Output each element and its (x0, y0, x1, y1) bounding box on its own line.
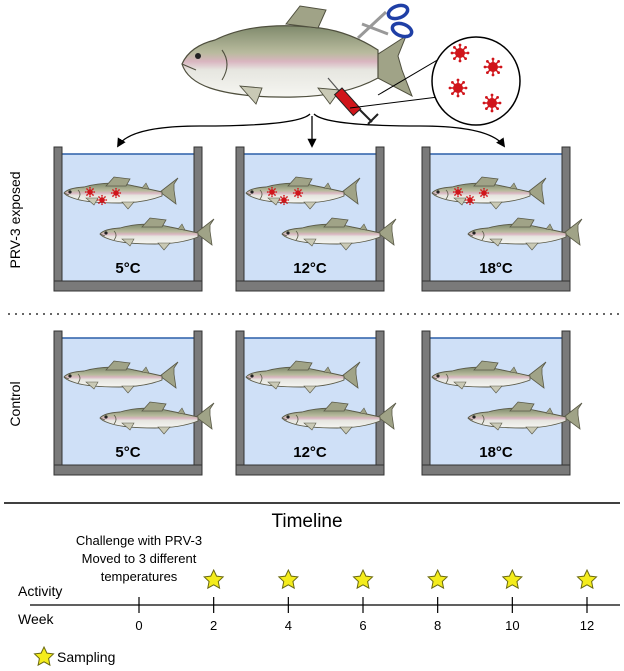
week-tick-label: 8 (434, 618, 441, 633)
row-label-control: Control (7, 381, 23, 426)
challenge-text-line1: Challenge with PRV-3 (76, 533, 202, 548)
star-icon (427, 569, 448, 589)
distribution-arrows (117, 113, 506, 148)
tank-temperature-label: 18°C (479, 444, 513, 461)
virus-icon (478, 187, 490, 199)
week-tick-label: 0 (135, 618, 142, 633)
week-tick-label: 6 (359, 618, 366, 633)
virus-icon (96, 194, 108, 206)
week-tick-label: 2 (210, 618, 217, 633)
tank-temperature-label: 18°C (479, 260, 513, 277)
virus-icon (84, 186, 96, 198)
star-icon (203, 569, 224, 589)
week-tick-label: 12 (580, 618, 594, 633)
week-label: Week (18, 611, 55, 627)
star-icon (278, 569, 299, 589)
timeline-ticks: 0 2 4 6 8 10 12 (135, 569, 597, 633)
virus-icon (278, 194, 290, 206)
star-icon (502, 569, 523, 589)
star-icon (353, 569, 373, 589)
week-tick-label: 4 (285, 618, 292, 633)
star-icon (34, 646, 54, 666)
activity-label: Activity (18, 583, 62, 599)
tank-control-2: 12°C (235, 330, 397, 476)
tank-control-3: 18°C (421, 330, 583, 476)
syringe-icon (327, 77, 379, 125)
virus-zoom-circle (431, 36, 521, 126)
timeline-title: Timeline (271, 511, 342, 532)
virus-icon (266, 186, 278, 198)
tank-exposed-1: 5°C (53, 146, 215, 292)
virus-icon (292, 187, 304, 199)
challenge-text-line3: temperatures (101, 569, 178, 584)
legend-sampling-label: Sampling (57, 649, 115, 665)
virus-icon (452, 186, 464, 198)
week-tick-label: 10 (505, 618, 519, 633)
star-icon (577, 569, 597, 589)
virus-icon (110, 187, 122, 199)
tank-temperature-label: 12°C (293, 260, 327, 277)
tank-exposed-2: 12°C (235, 146, 397, 292)
tank-temperature-label: 5°C (115, 444, 140, 461)
virus-icon (464, 194, 476, 206)
tank-exposed-3: 18°C (421, 146, 583, 292)
tank-temperature-label: 12°C (293, 444, 327, 461)
tank-control-1: 5°C (53, 330, 215, 476)
legend: Sampling (34, 646, 115, 666)
scissors-icon (356, 3, 414, 40)
row-label-exposed: PRV-3 exposed (7, 171, 23, 268)
challenge-text-line2: Moved to 3 different (82, 551, 197, 566)
tank-temperature-label: 5°C (115, 260, 140, 277)
